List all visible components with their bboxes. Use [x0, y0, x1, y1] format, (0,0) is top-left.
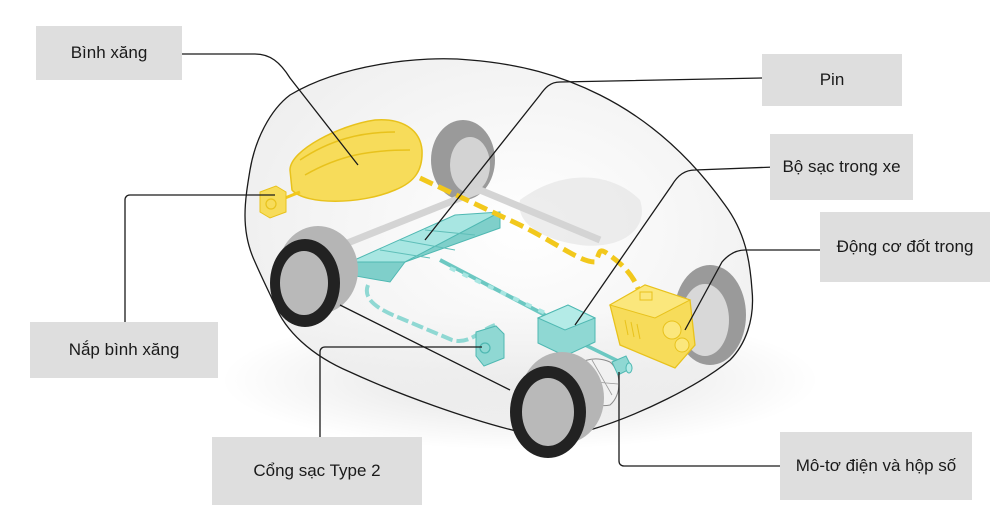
leader-rear-wheel-fender — [339, 304, 511, 391]
leader-engine — [684, 249, 822, 331]
leader-type2 — [319, 346, 482, 438]
label-fuel-tank: Bình xăng — [36, 26, 182, 80]
electric-motor-unit — [611, 355, 633, 376]
fuel-tank-unit — [289, 119, 423, 202]
leader-charger — [574, 166, 776, 326]
chassis-rail — [328, 186, 602, 254]
label-onboard-charger: Bộ sạc trong xe — [770, 134, 913, 200]
battery-pack — [349, 211, 501, 283]
combustion-engine-unit — [608, 284, 696, 369]
leader-battery — [424, 77, 763, 241]
rear-near-wheel — [270, 226, 358, 327]
front-near-wheel — [510, 352, 604, 458]
fuel-line — [418, 175, 643, 296]
leader-fuel-tank — [182, 53, 359, 166]
label-combustion-engine: Động cơ đốt trong — [820, 212, 990, 282]
leader-lines — [124, 53, 822, 467]
leader-fuel-cap — [124, 194, 275, 322]
type2-port-unit — [475, 325, 505, 367]
leader-motor — [618, 372, 782, 467]
label-fuel-cap: Nắp bình xăng — [30, 322, 218, 378]
fuel-cap-unit — [259, 185, 287, 219]
label-motor-gearbox: Mô-tơ điện và hộp số — [780, 432, 972, 500]
rear-far-wheel — [431, 120, 495, 200]
hv-cable-charger-dashed — [449, 266, 561, 322]
label-type2-port: Cổng sạc Type 2 — [212, 437, 422, 505]
seat-silhouette — [519, 177, 642, 246]
label-battery: Pin — [762, 54, 902, 106]
